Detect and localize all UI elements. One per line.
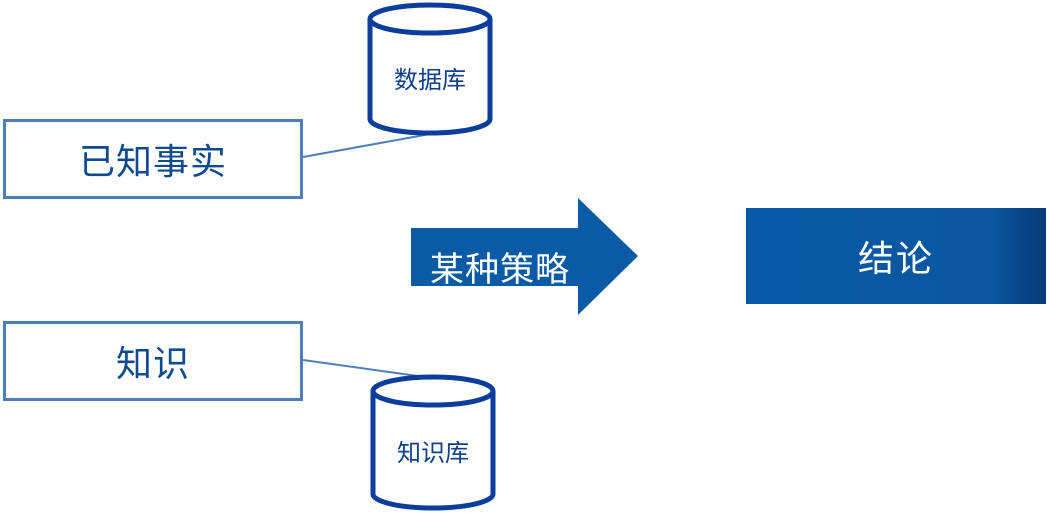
connector-facts-database <box>302 133 431 158</box>
known-facts-label: 已知事实 <box>78 142 227 183</box>
known-facts-box: 已知事实 <box>3 119 303 199</box>
database-cylinder-icon <box>367 2 493 136</box>
knowledge-base-label: 知识库 <box>397 439 469 467</box>
conclusion-box: 结论 <box>746 208 1046 304</box>
knowledge-label: 知识 <box>115 344 190 385</box>
database-label: 数据库 <box>394 66 466 94</box>
strategy-label: 某种策略 <box>430 250 570 290</box>
strategy-arrow-icon <box>411 198 638 315</box>
knowledge-box: 知识 <box>3 321 303 401</box>
connector-knowledge-knowledgebase <box>302 359 433 379</box>
knowledge-base-cylinder-icon <box>370 374 496 511</box>
conclusion-label: 结论 <box>857 239 934 280</box>
